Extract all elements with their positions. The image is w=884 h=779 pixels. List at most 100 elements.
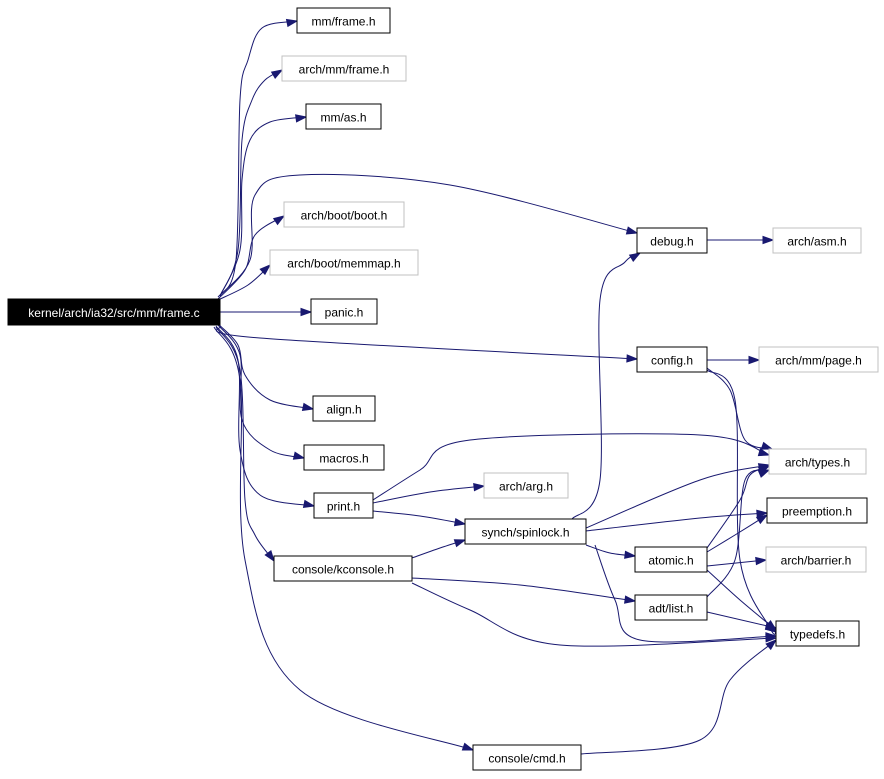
edge-print-h-to-arch-types-h xyxy=(372,433,771,501)
node-arch-mm-page-h: arch/mm/page.h xyxy=(758,346,879,373)
node-config-h[interactable]: config.h xyxy=(636,346,708,373)
edge-print-h-to-arch-arg-h xyxy=(372,482,486,504)
edge-synch-spinlock-h-to-debug-h xyxy=(571,252,642,520)
edge-config-h-to-arch-mm-page-h xyxy=(707,355,761,365)
arrowhead xyxy=(624,595,637,604)
edge-print-h-to-synch-spinlock-h xyxy=(372,510,467,527)
edge-frame-c-to-arch-boot-memmap-h xyxy=(217,263,272,301)
edge-adt-list-h-to-arch-types-h xyxy=(706,469,771,598)
node-frame-c[interactable]: kernel/arch/ia32/src/mm/frame.c xyxy=(7,298,221,326)
arrowhead xyxy=(765,634,778,643)
edge-frame-c-to-console-cmd-h xyxy=(213,326,475,751)
node-label: mm/as.h xyxy=(320,111,366,125)
edge-line xyxy=(411,577,636,602)
node-box xyxy=(766,497,868,524)
edge-line xyxy=(594,544,777,643)
node-box xyxy=(296,7,391,34)
node-box xyxy=(464,518,587,545)
arrowhead xyxy=(765,639,778,651)
node-arch-boot-boot-h: arch/boot/boot.h xyxy=(283,201,405,228)
node-preemption-h[interactable]: preemption.h xyxy=(766,497,868,524)
arrowhead xyxy=(764,621,778,630)
node-mm-frame-h[interactable]: mm/frame.h xyxy=(296,7,391,34)
node-align-h[interactable]: align.h xyxy=(312,395,376,422)
node-label: arch/boot/memmap.h xyxy=(287,257,400,271)
node-box xyxy=(775,620,860,647)
node-arch-types-h: arch/types.h xyxy=(768,448,867,475)
arrowhead xyxy=(300,307,313,317)
edge-line xyxy=(585,512,768,532)
node-print-h[interactable]: print.h xyxy=(313,492,374,519)
arrowhead xyxy=(628,252,642,263)
edge-atomic-h-to-typedefs-h xyxy=(706,569,778,631)
node-mm-as-h[interactable]: mm/as.h xyxy=(305,103,382,130)
node-arch-barrier-h: arch/barrier.h xyxy=(765,546,867,573)
edges-layer xyxy=(213,18,778,755)
edge-synch-spinlock-h-to-atomic-h xyxy=(585,544,637,559)
node-label: config.h xyxy=(651,354,693,368)
edge-frame-c-to-macros-h xyxy=(217,324,306,460)
edge-frame-c-to-arch-boot-boot-h xyxy=(217,215,286,300)
node-adt-list-h[interactable]: adt/list.h xyxy=(634,594,708,621)
edge-frame-c-to-debug-h xyxy=(217,173,639,298)
node-atomic-h[interactable]: atomic.h xyxy=(634,546,708,573)
arrowhead xyxy=(760,441,774,450)
edge-line xyxy=(571,252,641,520)
edge-line xyxy=(372,485,485,504)
edge-frame-c-to-panic-h xyxy=(220,307,313,317)
arrowhead xyxy=(292,451,306,460)
edge-line xyxy=(217,215,285,300)
arrowhead xyxy=(453,539,467,548)
arrowhead xyxy=(756,509,769,518)
node-label: arch/types.h xyxy=(785,456,850,470)
edge-frame-c-to-print-h xyxy=(215,325,316,509)
arrowhead xyxy=(757,448,771,457)
edge-console-kconsole-h-to-typedefs-h xyxy=(411,582,778,647)
edge-line xyxy=(585,464,770,529)
edge-frame-c-to-config-h xyxy=(215,325,639,363)
node-synch-spinlock-h[interactable]: synch/spinlock.h xyxy=(464,518,587,545)
node-box xyxy=(636,227,708,254)
arrowhead xyxy=(473,482,486,492)
edge-debug-h-to-arch-asm-h xyxy=(707,235,775,245)
edge-line xyxy=(215,325,638,360)
node-box xyxy=(765,546,867,573)
node-typedefs-h[interactable]: typedefs.h xyxy=(775,620,860,647)
node-box xyxy=(303,444,385,471)
node-label: arch/boot/boot.h xyxy=(301,209,388,223)
edge-line xyxy=(219,116,307,297)
node-label: print.h xyxy=(327,500,360,514)
edge-line xyxy=(706,514,768,553)
node-label: arch/barrier.h xyxy=(781,554,852,568)
edge-config-h-to-arch-types-h xyxy=(706,367,774,450)
arrowhead xyxy=(270,69,284,79)
arrowhead xyxy=(755,514,769,525)
arrowhead xyxy=(272,215,286,226)
edge-atomic-h-to-preemption-h xyxy=(706,514,769,553)
node-label: synch/spinlock.h xyxy=(481,526,569,540)
node-label: align.h xyxy=(326,403,361,417)
node-console-kconsole-h[interactable]: console/kconsole.h xyxy=(273,555,413,582)
edge-line xyxy=(217,324,305,459)
node-label: arch/mm/frame.h xyxy=(299,63,390,77)
arrowhead xyxy=(295,114,308,123)
edge-line xyxy=(372,510,466,525)
node-box xyxy=(472,744,582,771)
node-debug-h[interactable]: debug.h xyxy=(636,227,708,254)
node-label: arch/arg.h xyxy=(499,480,553,494)
edge-synch-spinlock-h-to-arch-types-h xyxy=(585,463,771,529)
node-macros-h[interactable]: macros.h xyxy=(303,444,385,471)
node-panic-h[interactable]: panic.h xyxy=(310,298,378,325)
node-box xyxy=(310,298,378,325)
edge-line xyxy=(706,469,770,598)
node-box xyxy=(269,249,419,276)
edge-line xyxy=(411,582,777,647)
edge-frame-c-to-align-h xyxy=(217,323,315,411)
node-label: mm/frame.h xyxy=(311,15,375,29)
edge-line xyxy=(219,69,283,297)
node-box xyxy=(281,55,407,82)
arrowhead xyxy=(302,499,316,509)
node-box xyxy=(283,201,405,228)
node-console-cmd-h[interactable]: console/cmd.h xyxy=(472,744,582,771)
